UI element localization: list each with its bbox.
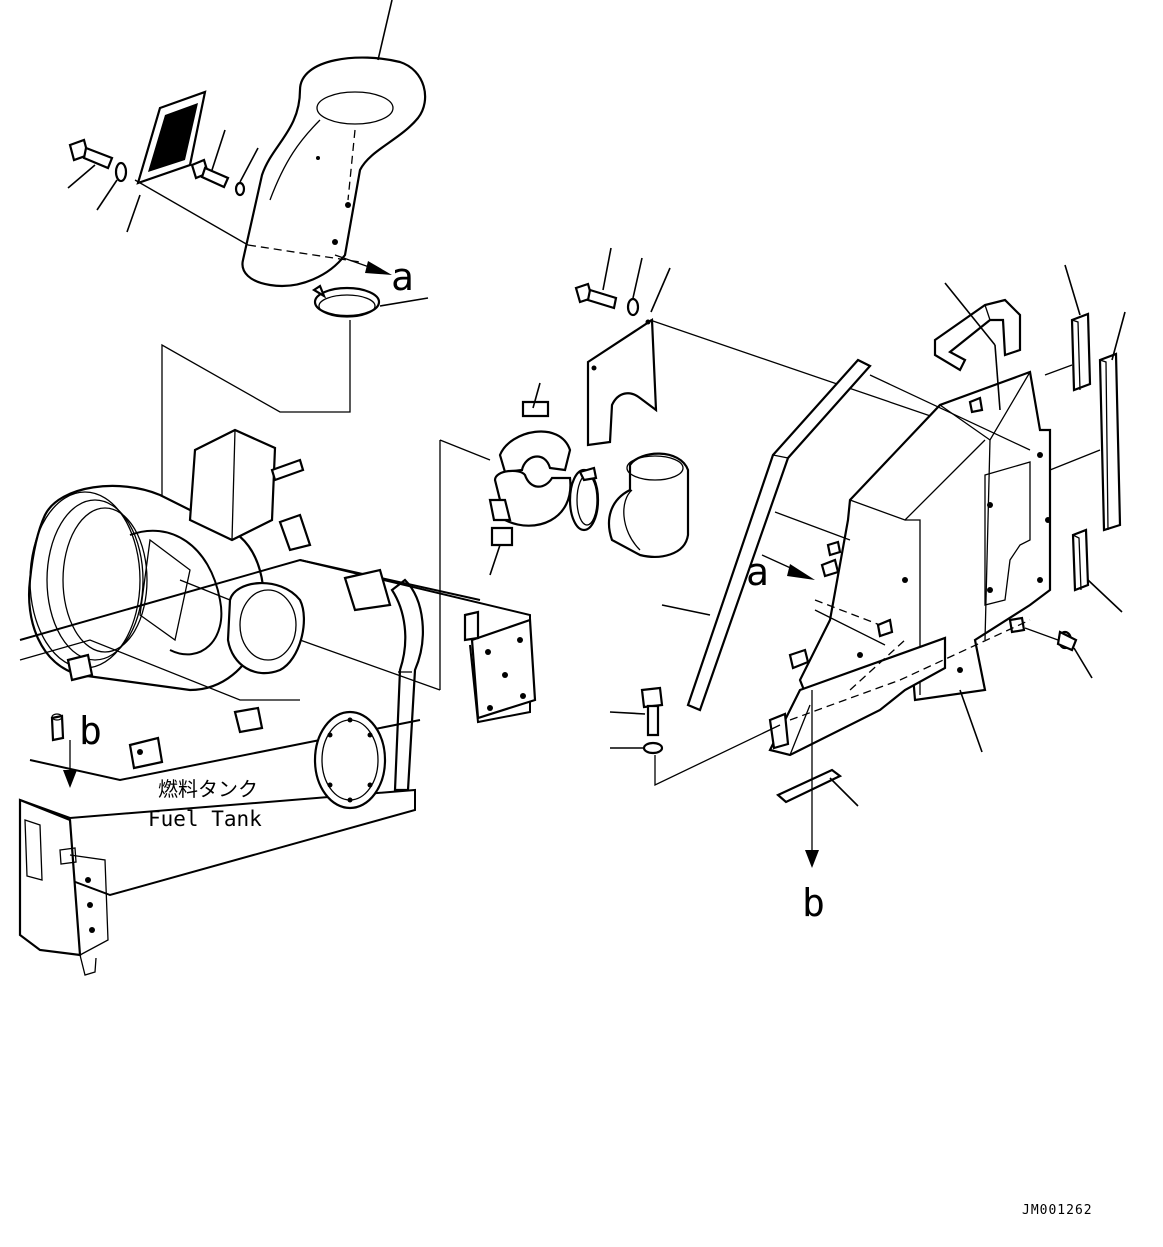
inspection-cover: [313, 710, 387, 810]
grommet: [1056, 630, 1078, 652]
pin: [50, 714, 65, 742]
side-cover: [798, 370, 1052, 707]
seal-strip: [1070, 312, 1092, 392]
bolt: [68, 138, 114, 170]
bolt: [190, 158, 230, 189]
hose-clamp: [311, 284, 381, 318]
spacer-bar: [776, 768, 843, 804]
bolt: [640, 686, 664, 737]
view-a-label-right: a: [746, 550, 769, 594]
fuel-tank-label-en: Fuel Tank: [148, 807, 262, 831]
view-b-label: b: [79, 709, 102, 753]
intake-duct: [241, 56, 427, 288]
seal-strip: [1098, 352, 1122, 532]
trim-strip: [686, 358, 872, 712]
washer: [114, 161, 128, 183]
hose-clamp-center: [568, 466, 600, 532]
washer: [626, 297, 640, 317]
intake-screen: [136, 90, 207, 185]
split-seal: [488, 400, 572, 547]
fuel-pipe: [390, 578, 424, 792]
view-a-label: a: [391, 255, 414, 299]
fuel-tank-label-jp: 燃料タンク: [158, 777, 258, 801]
view-b-label-right: b: [802, 881, 825, 925]
drawing-number: JM001262: [1022, 1203, 1093, 1218]
intake-duct-assembly: a: [67, 0, 429, 510]
intake-elbow: [608, 452, 690, 558]
mounting-plate: [586, 318, 658, 447]
intake-elbow-parts: [488, 247, 1031, 576]
cover-assembly: a: [609, 264, 1126, 925]
seal-strip: [1071, 528, 1090, 592]
air-cleaner-assembly: b 燃料タンク Fuel Tank: [18, 428, 537, 976]
frame-bracket: [18, 798, 109, 976]
nut: [234, 181, 246, 197]
mounting-flange: [470, 618, 537, 720]
washer: [642, 741, 664, 755]
bolt: [574, 282, 618, 310]
grab-handle: [933, 298, 1022, 372]
outlet-pipe: [226, 582, 305, 675]
